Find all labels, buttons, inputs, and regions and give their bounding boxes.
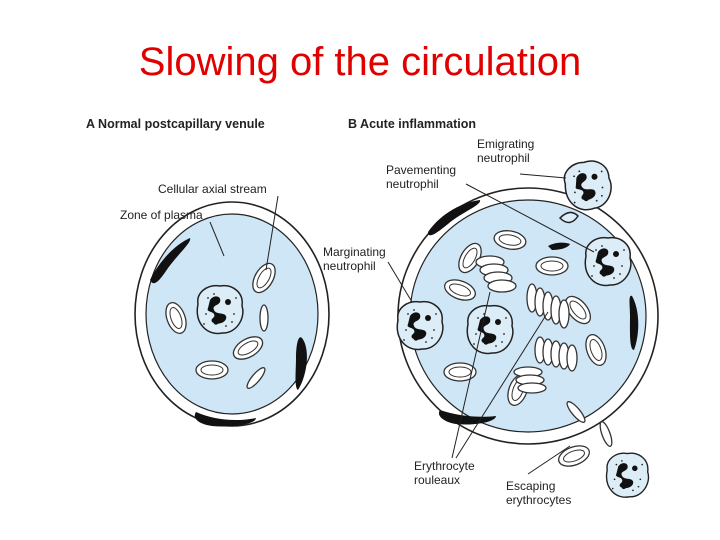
label-marginating-1: Marginating xyxy=(323,245,386,259)
label-pavementing-2: neutrophil xyxy=(386,177,439,191)
label-axial-stream: Cellular axial stream xyxy=(158,182,267,196)
emigration-bridge xyxy=(558,211,579,224)
pavementing-neutrophil xyxy=(584,236,632,287)
escaping-neutrophil xyxy=(605,452,650,498)
label-emigrating-1: Emigrating xyxy=(477,137,534,151)
endothelial-nucleus xyxy=(150,238,191,284)
escaping-erythrocyte xyxy=(597,419,615,449)
erythrocyte xyxy=(195,360,229,380)
erythrocyte xyxy=(535,256,569,276)
rouleaux-stack xyxy=(526,283,570,329)
label-escaping-1: Escaping xyxy=(506,479,555,493)
marginating-neutrophil xyxy=(396,300,444,351)
label-marginating-2: neutrophil xyxy=(323,259,376,273)
neutrophil xyxy=(196,284,244,335)
endothelial-nucleus xyxy=(295,337,307,390)
normal-venule xyxy=(134,195,330,427)
erythrocyte xyxy=(259,304,269,332)
rouleaux-stack xyxy=(534,336,578,372)
rouleaux-stack xyxy=(513,366,547,394)
endothelial-nucleus xyxy=(629,295,639,350)
escaping-erythrocyte xyxy=(555,441,593,471)
endothelial-nucleus xyxy=(428,200,481,236)
neutrophil xyxy=(466,304,514,355)
label-rouleaux-1: Erythrocyte xyxy=(414,459,475,473)
endothelial-nucleus xyxy=(438,410,496,425)
endothelial-nucleus xyxy=(548,242,570,250)
panel-b-heading: B Acute inflammation xyxy=(348,117,476,131)
label-pavementing-1: Pavementing xyxy=(386,163,456,177)
panel-a: A Normal postcapillary venule Cellular a… xyxy=(86,117,330,427)
inflamed-venule xyxy=(387,157,659,498)
label-escaping-2: erythrocytes xyxy=(506,493,571,507)
panel-b: B Acute inflammation xyxy=(323,117,659,507)
label-emigrating-2: neutrophil xyxy=(477,151,530,165)
label-plasma-zone: Zone of plasma xyxy=(120,208,203,222)
slide-title: Slowing of the circulation xyxy=(138,40,582,84)
endothelial-nucleus xyxy=(194,412,256,427)
rouleaux-stack xyxy=(475,255,517,293)
panel-a-heading: A Normal postcapillary venule xyxy=(86,117,265,131)
label-rouleaux-2: rouleaux xyxy=(414,473,460,487)
